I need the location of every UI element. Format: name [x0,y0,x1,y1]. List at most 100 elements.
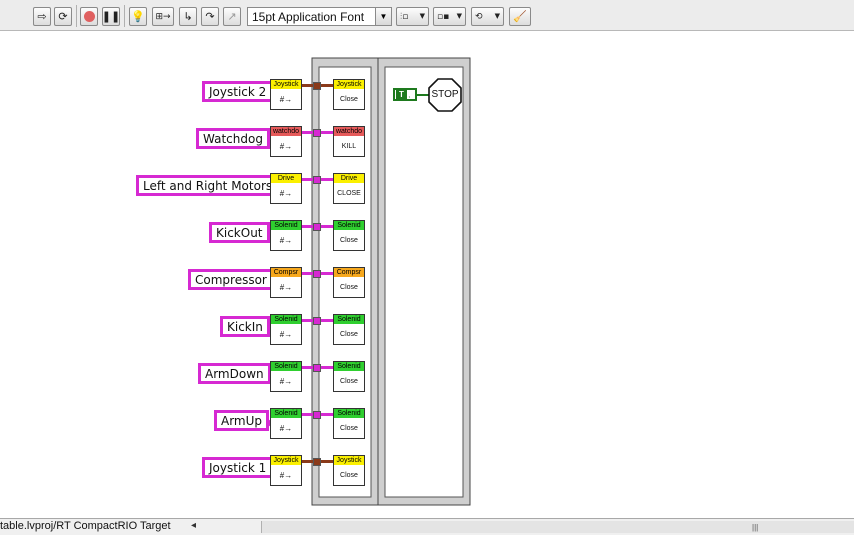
tunnel [313,364,321,372]
wire [301,460,314,463]
vi-body: KILL [341,143,357,150]
control-label: Watchdog [203,132,263,146]
vi-symbol: #→ [279,424,293,433]
retain-wire-values-button[interactable]: ⊞→ [152,7,174,26]
cluster-control-joystick-2[interactable]: Joystick 2 [202,81,279,102]
open-vi-solenoid[interactable]: Solenid#→ [270,408,302,439]
align-objects-dropdown[interactable]: ⫶▫▼ [396,7,429,26]
wire [301,413,314,416]
horizontal-scrollbar[interactable]: ||| [261,521,854,533]
vi-symbol: #→ [279,471,293,480]
vi-header: Drive [334,174,364,183]
vi-body: Close [340,96,358,103]
control-label: Joystick 2 [209,85,267,99]
cluster-control-left-and-right-motors[interactable]: Left and Right Motors [136,175,285,196]
cleanup-diagram-button[interactable]: 🧹 [509,7,531,26]
cluster-control-compressor[interactable]: Compressor [188,269,279,290]
font-select[interactable]: 15pt Application Font ▼ [247,7,392,26]
wire [321,178,333,181]
constant-glyph: ͺ [408,89,411,98]
open-vi-watchdog[interactable]: watchdo#→ [270,126,302,157]
tunnel [313,411,321,419]
toolbar-separator [124,5,125,27]
wire [321,460,333,463]
open-vi-compressor[interactable]: Compsr #→ [270,267,302,298]
control-label: ArmUp [221,414,263,428]
vi-header: Solenid [334,409,364,418]
scroll-left-icon[interactable]: ◂ [191,520,197,531]
vi-header: Joystick [271,456,301,465]
control-label: KickOut [216,226,263,240]
vi-symbol: #→ [279,330,293,339]
step-into-button[interactable]: ↳ [179,7,197,26]
chevron-down-icon[interactable]: ▼ [375,8,391,25]
wire [301,84,314,87]
stop-icon[interactable] [428,78,462,112]
boolean-true-constant[interactable]: T ͺ [393,88,417,101]
vi-symbol: #→ [279,283,293,292]
vi-body: Close [340,331,358,338]
highlight-execution-button[interactable]: 💡 [129,7,147,26]
open-vi-solenoid[interactable]: Solenid#→ [270,220,302,251]
wire [301,272,314,275]
cluster-control-kickout[interactable]: KickOut [209,222,274,243]
vi-header: Joystick [334,456,364,465]
tunnel [313,270,321,278]
step-out-button[interactable]: ↗ [223,7,241,26]
vi-body: Close [340,425,358,432]
vi-header: Solenid [271,362,301,371]
wire [321,366,333,369]
scrollbar-grip-icon[interactable]: ||| [752,523,759,532]
run-arrow-button[interactable]: ⇨ [33,7,51,26]
open-vi-drive[interactable]: Drive#→ [270,173,302,204]
boolean-wire [417,94,429,96]
abort-button[interactable] [80,7,98,26]
open-vi-joystick[interactable]: Joystick #→ [270,455,302,486]
wire [321,84,333,87]
reorder-dropdown[interactable]: ⟲▼ [471,7,504,26]
step-over-button[interactable]: ↷ [201,7,219,26]
vi-symbol: #→ [279,95,293,104]
vi-body: Close [340,472,358,479]
vi-body: CLOSE [337,190,361,197]
open-vi-solenoid[interactable]: Solenid#→ [270,361,302,392]
status-bar: table.lvproj/RT CompactRIO Target ◂ ||| [0,518,854,535]
wire [321,413,333,416]
cluster-control-watchdog[interactable]: Watchdog [196,128,275,149]
wire [301,178,314,181]
vi-header: Solenid [334,362,364,371]
vi-symbol: #→ [279,189,293,198]
cluster-control-armdown[interactable]: ArmDown [198,363,276,384]
control-label: Compressor [195,273,267,287]
wire [321,131,333,134]
run-continuously-button[interactable]: ⟳ [54,7,72,26]
control-label: Joystick 1 [209,461,267,475]
wire [301,225,314,228]
sequence-structure [311,57,471,506]
vi-header: Joystick [271,80,301,89]
distribute-objects-dropdown[interactable]: ▫▪▼ [433,7,466,26]
open-vi-joystick[interactable]: Joystick #→ [270,79,302,110]
cluster-control-armup[interactable]: ArmUp [214,410,275,431]
boolean-constant-label: T [396,90,407,99]
wire [321,225,333,228]
pause-button[interactable]: ❚❚ [102,7,120,26]
tunnel [313,458,321,466]
cluster-control-joystick-1[interactable]: Joystick 1 [202,457,279,478]
wire [301,319,314,322]
vi-header: Compsr [271,268,301,277]
vi-body: Close [340,284,358,291]
vi-header: Solenid [334,221,364,230]
open-vi-solenoid[interactable]: Solenid#→ [270,314,302,345]
cluster-control-kickin[interactable]: KickIn [220,316,275,337]
